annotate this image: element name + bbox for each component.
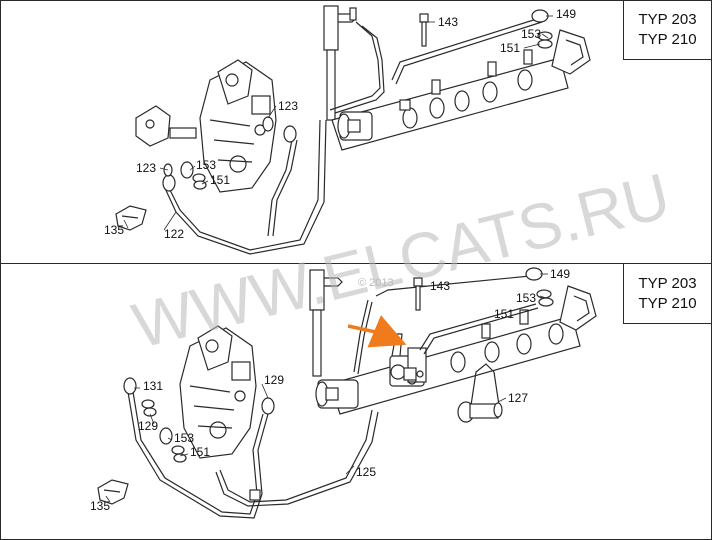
- bolt-top: [419, 13, 429, 47]
- fuel-line: [375, 275, 531, 297]
- fuel-line: [357, 301, 373, 375]
- fuel-line: [395, 21, 543, 85]
- top-leaders: [123, 15, 553, 231]
- high-pressure-pump-bottom: [179, 325, 257, 459]
- pressure-regulator-bottom: [315, 379, 359, 409]
- callout-149: 149: [556, 7, 576, 21]
- fuel-line: [329, 21, 381, 111]
- typ-line: TYP 210: [638, 294, 697, 312]
- typ-line: TYP 203: [638, 274, 697, 292]
- bolt-bottom: [413, 277, 423, 311]
- callout-127: 127: [508, 391, 528, 405]
- fuel-line: [419, 303, 537, 351]
- top-panel-drawing: [115, 5, 591, 255]
- bottom-callouts: 143 149 153 151 131 129 129 153 151 127 …: [90, 267, 570, 513]
- bottom-leaders: [105, 273, 548, 503]
- callout-125: 125: [356, 465, 376, 479]
- callout-151: 151: [190, 445, 210, 459]
- callout-151: 151: [210, 173, 230, 187]
- injector-bottom: [309, 269, 343, 377]
- fuel-line: [215, 411, 379, 507]
- fuel-line: [353, 299, 369, 373]
- injector-top: [323, 5, 357, 121]
- fuel-line: [272, 139, 298, 237]
- highlight-arrow: [347, 315, 407, 348]
- watermark-year: © 2013: [358, 277, 394, 289]
- panel-divider: [0, 263, 712, 264]
- callout-122: 122: [164, 227, 184, 241]
- fuel-line: [267, 139, 293, 237]
- fuel-rail-top: [331, 29, 591, 151]
- typ-line: TYP 203: [638, 10, 697, 28]
- callout-151: 151: [500, 41, 520, 55]
- callout-129: 129: [138, 419, 158, 433]
- callout-135: 135: [104, 223, 124, 237]
- fuel-line: [167, 119, 321, 251]
- watermark-text: WWW.ELCATS.RU: [126, 159, 677, 362]
- callout-123: 123: [278, 99, 298, 113]
- callout-123: 123: [136, 161, 156, 175]
- callout-143: 143: [430, 279, 450, 293]
- pressure-regulator-top: [337, 111, 373, 141]
- typ-line: TYP 210: [638, 30, 697, 48]
- callout-149: 149: [550, 267, 570, 281]
- typ-box-bottom: TYP 203 TYP 210: [623, 264, 711, 324]
- callout-153: 153: [516, 291, 536, 305]
- fuel-connector-top: [135, 105, 197, 147]
- bottom-panel-drawing: [97, 267, 597, 519]
- typ-box-top: TYP 203 TYP 210: [623, 0, 711, 60]
- callout-153: 153: [196, 158, 216, 172]
- callout-153: 153: [174, 431, 194, 445]
- callout-129: 129: [264, 373, 284, 387]
- callout-131: 131: [143, 379, 163, 393]
- top-callouts: 143 149 153 151 123 123 153 151 135 122: [104, 7, 576, 241]
- callout-151: 151: [494, 307, 514, 321]
- fuel-line: [127, 391, 269, 519]
- callout-143: 143: [438, 15, 458, 29]
- fuel-line: [132, 391, 264, 515]
- retaining-clip-127: [457, 363, 503, 423]
- callout-153: 153: [521, 27, 541, 41]
- fuel-line: [219, 409, 373, 503]
- fuel-rail-bottom: [329, 285, 597, 415]
- clip-bottom: [97, 479, 129, 505]
- fuel-line: [391, 17, 541, 81]
- clip-top: [115, 205, 147, 231]
- fuel-line: [334, 25, 385, 114]
- callout-135: 135: [90, 499, 110, 513]
- fuel-line: [423, 307, 539, 355]
